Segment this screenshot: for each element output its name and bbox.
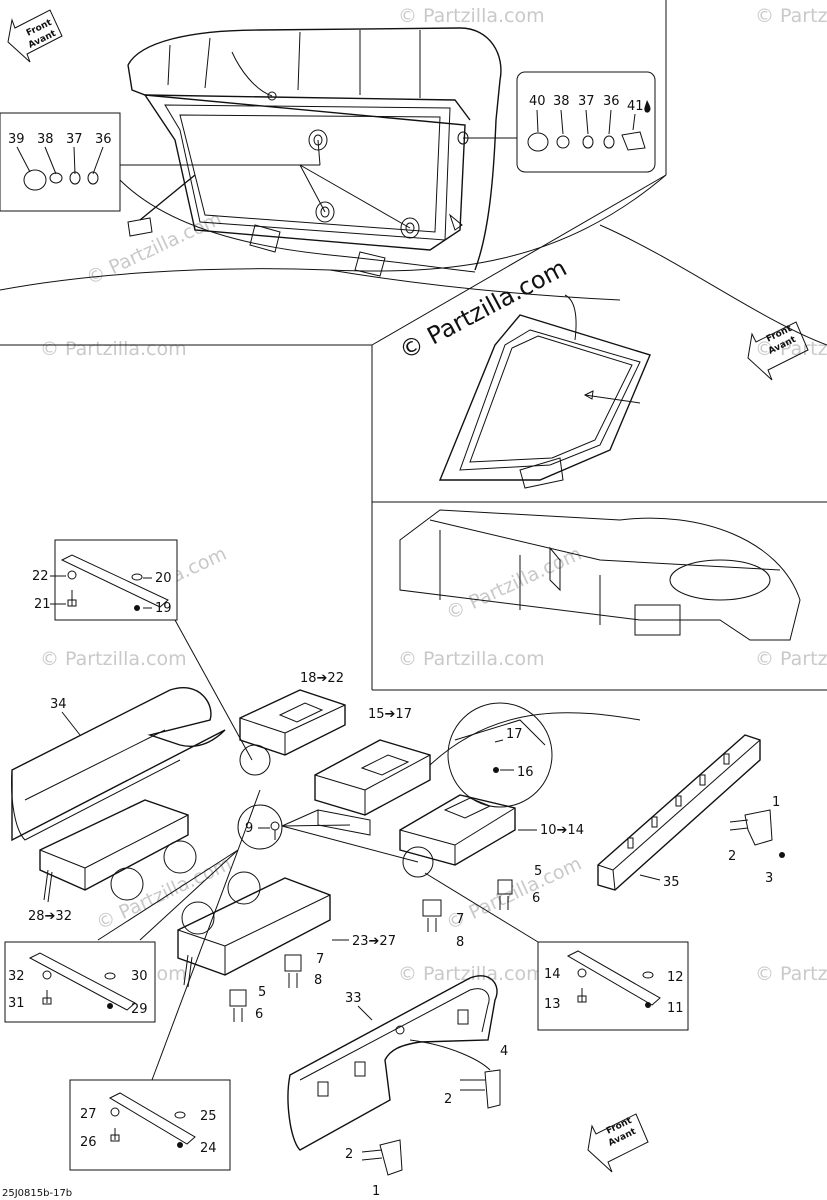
hardware-box-right: 40 38 37 36 41 — [516, 71, 656, 173]
callout-12: 12 — [667, 970, 684, 985]
front-arrow-top-left: Front Avant — [7, 9, 63, 63]
callout-7: 7 — [456, 912, 464, 927]
cushion-15-17: 15➔17 — [314, 707, 431, 836]
watermark: © Partz — [755, 338, 827, 360]
watermark: © Partzilla.com — [40, 648, 187, 670]
callout-3: 3 — [765, 871, 773, 886]
hardware-box-28-32: 32 31 30 29 — [4, 941, 156, 1023]
watermark: © Partzilla.com — [398, 5, 545, 27]
callout-10-14: 10➔14 — [540, 823, 584, 838]
callout-36: 36 — [95, 132, 112, 147]
callout-20: 20 — [155, 571, 172, 586]
watermark-main: © Partzilla.com — [395, 254, 572, 366]
callout-37: 37 — [66, 132, 83, 147]
callout-8b: 8 — [314, 973, 322, 988]
latch-lower-right: 4 2 — [444, 1044, 508, 1109]
callout-4: 4 — [500, 1044, 508, 1059]
callout-2: 2 — [345, 1147, 353, 1162]
callout-5b: 5 — [258, 985, 266, 1000]
hardware-box-11-14: 14 13 12 11 — [424, 872, 689, 1031]
callout-39: 39 — [8, 132, 25, 147]
callout-11: 11 — [667, 1001, 684, 1016]
callout-37: 37 — [578, 94, 595, 109]
hardware-box-23-27: 27 26 25 24 — [69, 1079, 231, 1171]
callout-9: 9 — [245, 821, 253, 836]
callout-28-32: 28➔32 — [28, 909, 72, 924]
latch-lower-left: 2 1 — [345, 1139, 403, 1199]
top-section — [0, 0, 667, 346]
callout-7b: 7 — [316, 952, 324, 967]
callout-25: 25 — [200, 1109, 217, 1124]
watermark: © Partz — [755, 963, 827, 985]
latch-upper: 1 2 3 — [728, 795, 785, 886]
backrest-33: 33 — [287, 975, 498, 1151]
callout-17: 17 — [506, 727, 523, 742]
cushion-10-14: 10➔14 — [399, 794, 584, 866]
callout-38: 38 — [553, 94, 570, 109]
watermark: © Partzilla.com — [83, 208, 225, 290]
callout-1: 1 — [772, 795, 780, 810]
callout-24: 24 — [200, 1141, 217, 1156]
callout-38: 38 — [37, 132, 54, 147]
callout-35: 35 — [663, 875, 680, 890]
callout-33: 33 — [345, 991, 362, 1006]
detail-16-17: 17 16 — [429, 712, 641, 780]
callout-23-27: 23➔27 — [352, 934, 396, 949]
callout-2: 2 — [728, 849, 736, 864]
watermark: © Partzilla.com — [398, 648, 545, 670]
backrest-34: 34 — [11, 687, 226, 842]
callout-41: 41 — [627, 99, 644, 114]
callout-1: 1 — [372, 1184, 380, 1199]
callout-19: 19 — [155, 601, 172, 616]
callout-18-22: 18➔22 — [300, 671, 344, 686]
document-code: 25J0815b-17b — [2, 1188, 72, 1199]
callout-30: 30 — [131, 969, 148, 984]
detail-circles — [110, 702, 553, 935]
callout-2: 2 — [444, 1092, 452, 1107]
callout-8: 8 — [456, 935, 464, 950]
hardware-box-18-22: 22 21 20 19 — [32, 539, 253, 761]
front-arrow-bottom-right: Front Avant — [587, 1113, 649, 1173]
rail-35: 35 — [597, 734, 761, 891]
watermark: © Partzilla.com — [40, 338, 187, 360]
callout-31: 31 — [8, 996, 25, 1011]
right-section — [371, 224, 827, 691]
callout-32: 32 — [8, 969, 25, 984]
watermark: © Partz — [755, 5, 827, 27]
brackets-center: 5 6 7 8 — [422, 864, 542, 950]
watermark-layer: © Partzilla.com © Partz © Partzilla.com … — [40, 5, 827, 985]
callout-22: 22 — [32, 569, 49, 584]
callout-34: 34 — [50, 697, 67, 712]
callout-29: 29 — [131, 1002, 148, 1017]
oil-drop-icon — [644, 100, 651, 113]
callout-6b: 6 — [255, 1007, 263, 1022]
watermark: © Partzilla.com — [398, 963, 545, 985]
watermark: © Partz — [755, 648, 827, 670]
callout-5: 5 — [534, 864, 542, 879]
cushion-23-27: 23➔27 — [177, 877, 396, 988]
callout-15-17: 15➔17 — [368, 707, 412, 722]
callout-27: 27 — [80, 1107, 97, 1122]
callout-13: 13 — [544, 997, 561, 1012]
callout-36: 36 — [603, 94, 620, 109]
callout-14: 14 — [544, 967, 561, 982]
callout-6: 6 — [532, 891, 540, 906]
watermark: © Partzilla.com — [443, 543, 585, 625]
callout-16: 16 — [517, 765, 534, 780]
hardware-box-left: 39 38 37 36 — [0, 112, 121, 212]
callout-40: 40 — [529, 94, 546, 109]
callout-21: 21 — [34, 597, 51, 612]
brackets-lower: 7 8 5 6 — [229, 952, 324, 1022]
cushion-28-32: 28➔32 — [28, 799, 189, 924]
part-9: 9 — [97, 789, 419, 1081]
callout-26: 26 — [80, 1135, 97, 1150]
cushion-18-22: 18➔22 — [239, 671, 346, 756]
